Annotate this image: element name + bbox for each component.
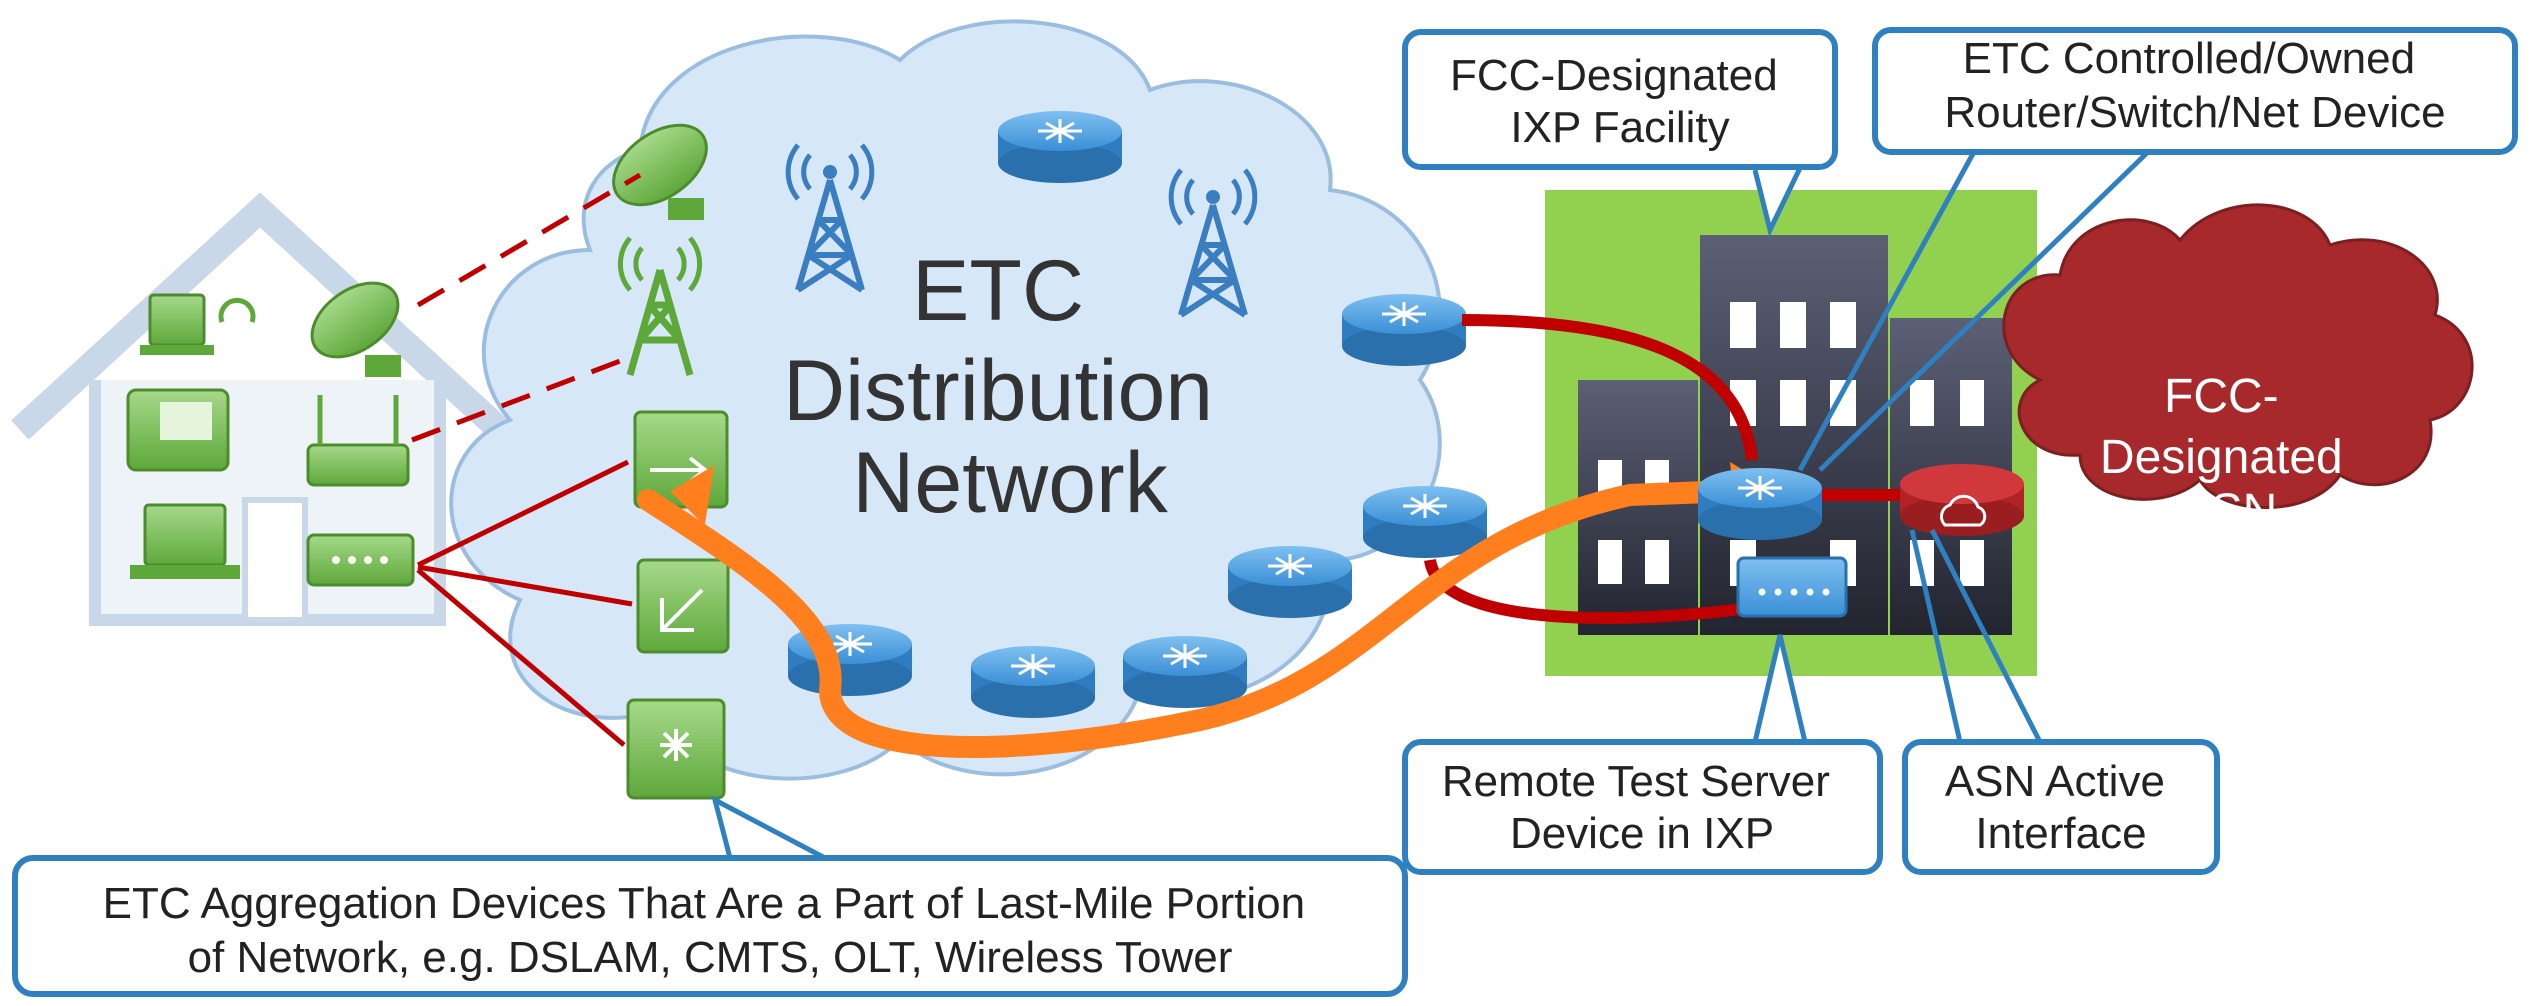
server-icon xyxy=(626,698,726,800)
laptop-icon xyxy=(130,503,240,579)
svg-text:ETC Aggregation Devices That A: ETC Aggregation Devices That Are a Part … xyxy=(103,879,1318,982)
router-icon xyxy=(1696,466,1824,542)
asn-cloud-label: FCC- Designated ASN xyxy=(2100,370,2356,538)
building-icon xyxy=(1578,235,2012,635)
router-icon xyxy=(1340,292,1468,368)
cloud-router-icon xyxy=(1900,464,2024,536)
callout-pointers xyxy=(711,148,2152,861)
cloud-title: ETC Distribution Network xyxy=(783,243,1237,531)
orange-test-path xyxy=(637,479,1771,758)
orange-arrowhead xyxy=(670,465,715,526)
callout-aggregation: ETC Aggregation Devices That Are a Part … xyxy=(12,855,1408,997)
svg-text:ASN Active Interface: ASN Active Interface xyxy=(1945,757,2177,858)
svg-text:ETC Controlled/Owned Rou: ETC Controlled/Owned Router/Switch/Net D… xyxy=(1944,34,2445,137)
svg-text:Remote Test Server Devic: Remote Test Server Device in IXP xyxy=(1442,757,1842,858)
router-icon xyxy=(1226,544,1354,620)
callout-remote-test-server: Remote Test Server Device in IXP xyxy=(1402,739,1883,875)
callout-asn-interface: ASN Active Interface xyxy=(1902,739,2220,875)
router-icon xyxy=(1361,484,1489,560)
cell-tower-icon xyxy=(617,236,703,376)
laptop-icon xyxy=(140,293,256,355)
router-icon xyxy=(1121,634,1249,710)
satellite-dish-icon xyxy=(310,281,401,377)
router-icon xyxy=(969,644,1097,720)
satellite-dish-icon xyxy=(612,123,708,220)
red-links xyxy=(411,172,642,747)
asn-cloud xyxy=(2002,203,2474,509)
modem-icon xyxy=(306,533,415,587)
svg-text:FCC-Designated IXP Facil: FCC-Designated IXP Facility xyxy=(1450,51,1790,152)
server-icon xyxy=(636,558,730,654)
server-icon xyxy=(1736,556,1848,618)
router-icon xyxy=(996,109,1124,185)
callout-etc-device: ETC Controlled/Owned Router/Switch/Net D… xyxy=(1872,27,2518,155)
phone-icon xyxy=(126,388,230,472)
callout-ixp-facility: FCC-Designated IXP Facility xyxy=(1402,29,1838,170)
router-icon xyxy=(306,395,410,487)
